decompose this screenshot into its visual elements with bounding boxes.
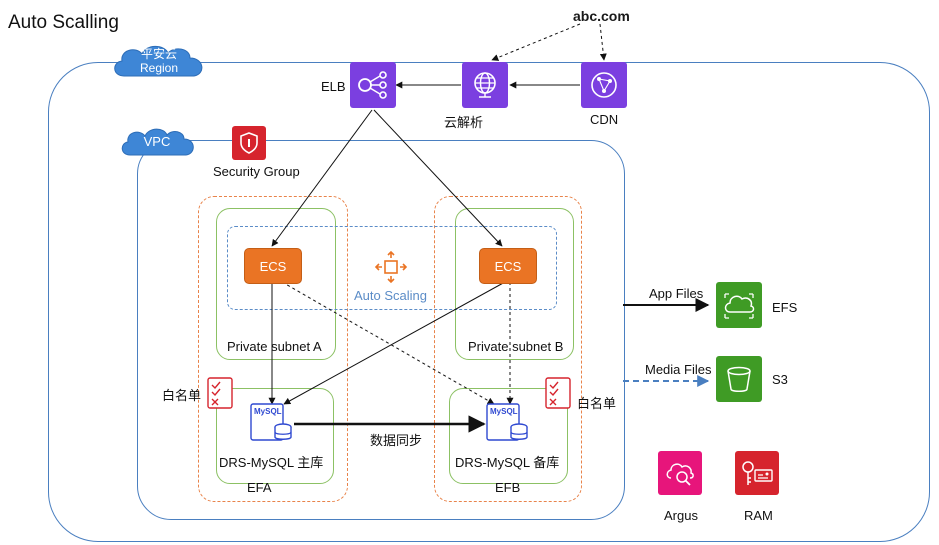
subnet-a-label: Private subnet A: [227, 339, 322, 354]
ram-label: RAM: [744, 508, 773, 523]
ram-icon: [735, 451, 779, 495]
argus-icon: [658, 451, 702, 495]
subnet-b-box: [455, 208, 574, 360]
db-primary-label: DRS-MySQL 主库: [219, 455, 324, 470]
efb-label: EFB: [495, 480, 521, 495]
ecs-a-to-standby-arrow: [281, 281, 495, 405]
whitelist-right-icon: [544, 376, 572, 410]
whitelist-left-icon: [206, 376, 234, 410]
elb-icon: [350, 62, 396, 108]
dns-label: 云解析: [444, 115, 484, 130]
elb-to-ecs-a-arrow: [271, 109, 373, 247]
region-label-line2: Region: [139, 61, 179, 75]
auto-scaling-group: [227, 226, 557, 310]
efs-icon: [716, 282, 762, 328]
region-label-line1: 平安云: [140, 47, 177, 61]
az-b-container: [434, 196, 582, 502]
elb-label: ELB: [321, 79, 346, 94]
efs-label: EFS: [772, 300, 798, 315]
argus-label: Argus: [664, 508, 698, 523]
auto-scaling-icon: [374, 250, 408, 284]
data-sync-label: 数据同步: [370, 433, 423, 448]
mysql-standby-icon: MySQL: [486, 403, 530, 443]
efa-label: EFA: [247, 480, 272, 495]
domain-label: abc.com: [573, 8, 630, 24]
security-group-icon: [232, 126, 266, 160]
db-standby-box: [449, 388, 568, 484]
db-standby-label: DRS-MySQL 备库: [455, 455, 560, 470]
subnet-a-box: [216, 208, 336, 360]
ecs-a-node: ECS: [244, 248, 302, 284]
region-cloud: 平安云 Region: [110, 42, 210, 84]
security-group-label: Security Group: [213, 164, 300, 179]
dns-icon: [462, 62, 508, 108]
mysql-standby-badge: MySQL: [490, 407, 518, 416]
db-primary-box: [216, 388, 334, 484]
vpc-label: VPC: [143, 134, 171, 149]
ecs-b-node: ECS: [479, 248, 537, 284]
cdn-icon: [581, 62, 627, 108]
diagram-title: Auto Scalling: [8, 12, 119, 33]
s3-icon: [716, 356, 762, 402]
domain-to-dns-arrow: [491, 23, 581, 61]
cdn-label: CDN: [590, 112, 619, 127]
az-a-container: [198, 196, 348, 502]
vpc-container: [137, 140, 625, 520]
s3-label: S3: [772, 372, 788, 387]
elb-to-ecs-b-arrow: [373, 109, 503, 247]
media-files-label: Media Files: [645, 362, 712, 377]
app-files-label: App Files: [649, 286, 704, 301]
whitelist-right-label: 白名单: [577, 396, 617, 411]
whitelist-left-label: 白名单: [162, 388, 202, 403]
vpc-cloud: VPC: [118, 125, 198, 161]
subnet-b-label: Private subnet B: [468, 339, 564, 354]
auto-scaling-label: Auto Scaling: [354, 288, 427, 303]
mysql-primary-badge: MySQL: [254, 407, 282, 416]
ecs-b-to-primary-arrow: [283, 281, 506, 405]
domain-to-cdn-arrow: [599, 23, 607, 61]
mysql-primary-icon: MySQL: [250, 403, 294, 443]
